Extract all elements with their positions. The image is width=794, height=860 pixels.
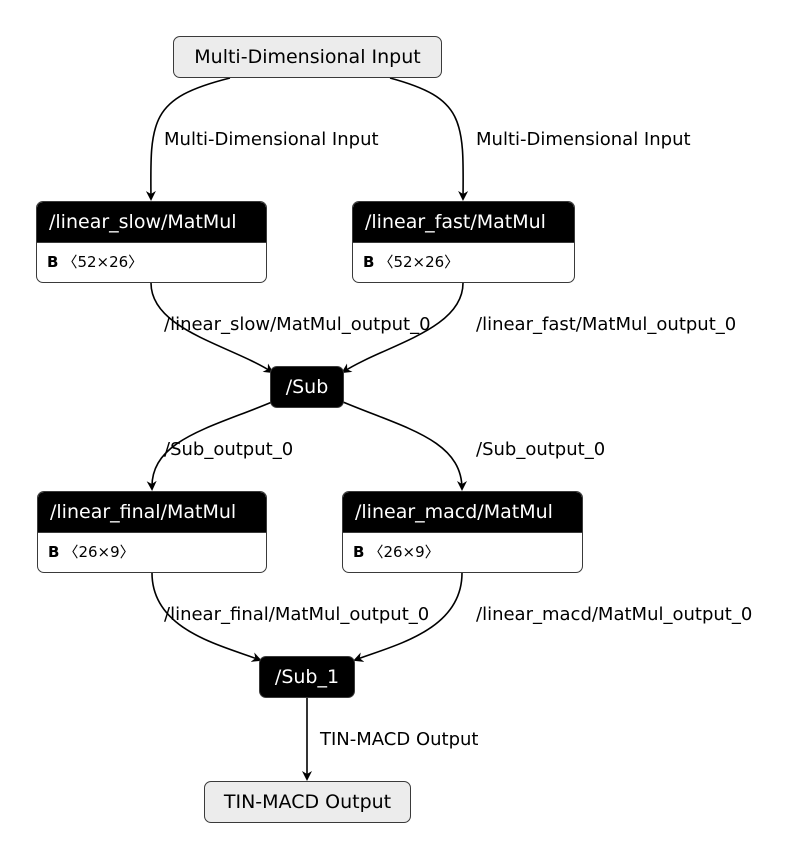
attr-key: B — [47, 253, 59, 271]
edge-input-to-linear-slow — [145, 77, 231, 201]
attr-value: 〈52×26〉 — [62, 253, 144, 271]
attr-value: 〈26×9〉 — [368, 543, 440, 561]
edge-label-sub1-to-output: TIN-MACD Output — [320, 729, 479, 750]
edge-label-input-to-fast: Multi-Dimensional Input — [476, 129, 691, 150]
output-node-label: TIN-MACD Output — [223, 791, 392, 813]
linear-fast-matmul-attr: B〈52×26〉 — [353, 242, 574, 281]
linear-macd-matmul-title: /linear_macd/MatMul — [343, 492, 582, 532]
edge-sub-to-linear-final — [146, 401, 273, 491]
edge-sub-to-linear-macd — [342, 401, 467, 491]
edge-linear-macd-to-sub1 — [353, 572, 463, 662]
sub-1-node[interactable]: /Sub_1 — [259, 656, 355, 698]
edge-label-macd-to-sub1: /linear_macd/MatMul_output_0 — [476, 604, 753, 625]
linear-fast-matmul-node[interactable]: /linear_fast/MatMul B〈52×26〉 — [352, 201, 575, 283]
linear-final-matmul-node[interactable]: /linear_final/MatMul B〈26×9〉 — [37, 491, 267, 573]
edge-label-fast-to-sub: /linear_fast/MatMul_output_0 — [476, 314, 737, 335]
sub-node-label: /Sub — [285, 376, 329, 398]
edge-input-to-linear-fast — [389, 77, 469, 201]
output-node[interactable]: TIN-MACD Output — [204, 781, 411, 823]
input-node-label: Multi-Dimensional Input — [194, 46, 421, 68]
edge-label-final-to-sub1: /linear_final/MatMul_output_0 — [164, 604, 430, 625]
input-node[interactable]: Multi-Dimensional Input — [173, 36, 442, 78]
edge-linear-slow-to-sub — [150, 282, 274, 374]
edge-linear-final-to-sub1 — [151, 572, 262, 662]
edge-label-sub-to-final: /Sub_output_0 — [164, 439, 294, 460]
attr-value: 〈52×26〉 — [378, 253, 460, 271]
linear-final-matmul-title: /linear_final/MatMul — [38, 492, 266, 532]
linear-macd-matmul-attr: B〈26×9〉 — [343, 532, 582, 571]
sub-1-node-label: /Sub_1 — [274, 666, 340, 688]
edge-label-sub-to-macd: /Sub_output_0 — [476, 439, 606, 460]
linear-fast-matmul-title: /linear_fast/MatMul — [353, 202, 574, 242]
linear-slow-matmul-attr: B〈52×26〉 — [37, 242, 266, 281]
edge-linear-fast-to-sub — [341, 282, 464, 374]
edge-label-input-to-slow: Multi-Dimensional Input — [164, 129, 379, 150]
edge-label-slow-to-sub: /linear_slow/MatMul_output_0 — [164, 314, 431, 335]
attr-key: B — [353, 543, 365, 561]
linear-final-matmul-attr: B〈26×9〉 — [38, 532, 266, 571]
attr-key: B — [363, 253, 375, 271]
linear-macd-matmul-node[interactable]: /linear_macd/MatMul B〈26×9〉 — [342, 491, 583, 573]
sub-node[interactable]: /Sub — [270, 366, 344, 408]
attr-key: B — [48, 543, 60, 561]
linear-slow-matmul-title: /linear_slow/MatMul — [37, 202, 266, 242]
linear-slow-matmul-node[interactable]: /linear_slow/MatMul B〈52×26〉 — [36, 201, 267, 283]
attr-value: 〈26×9〉 — [63, 543, 135, 561]
